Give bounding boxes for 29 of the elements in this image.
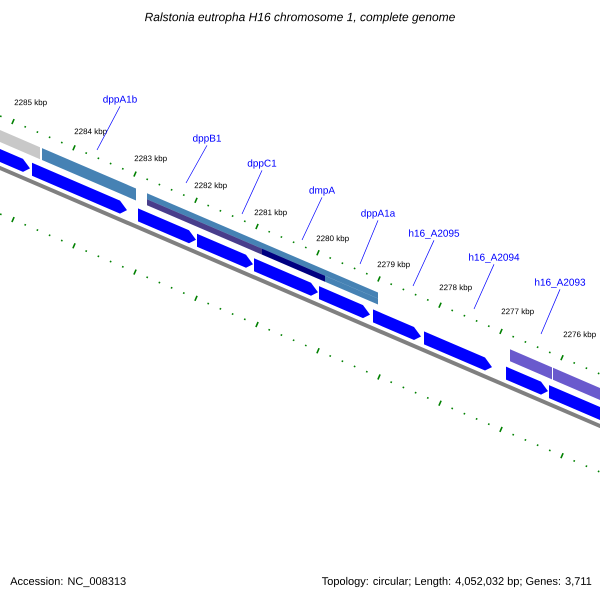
- accession-label: Accession: NC_008313: [10, 576, 126, 588]
- tick-label: 2277 kbp: [502, 308, 534, 316]
- leader-line: [242, 170, 262, 214]
- gene-label: dppC1: [248, 159, 276, 169]
- tick-label: 2284 kbp: [74, 128, 107, 136]
- tick-label: 2281 kbp: [254, 209, 287, 217]
- leader-line: [302, 197, 322, 240]
- tick-label: 2282 kbp: [194, 182, 227, 190]
- gene-label: dmpA: [309, 186, 336, 196]
- gene-label: dppA1b: [103, 95, 137, 105]
- leader-line: [474, 264, 494, 310]
- title: Ralstonia eutropha H16 chromosome 1, complete genome: [144, 12, 455, 24]
- tick-label: 2285 kbp: [14, 99, 47, 107]
- tick-label: 2276 kbp: [564, 331, 596, 339]
- gene-label: h16_A2093: [535, 278, 586, 288]
- leader-line: [96, 106, 120, 150]
- tick-label: 2283 kbp: [134, 155, 167, 163]
- tick-label: 2278 kbp: [440, 284, 472, 292]
- leader-line: [360, 220, 378, 264]
- genome-info: Topology: circular; Length: 4,052,032 bp; Genes: 3,711: [322, 576, 592, 588]
- leader-line: [540, 288, 560, 334]
- tick-label: 2280 kbp: [316, 235, 349, 243]
- leader-line: [412, 240, 434, 286]
- gene-label: dppA1a: [361, 209, 396, 219]
- tick-label: 2279 kbp: [378, 261, 410, 269]
- leader-line: [186, 145, 208, 184]
- gene-label: dppB1: [192, 134, 221, 144]
- gene-label: h16_A2095: [409, 229, 460, 239]
- gene-label: h16_A2094: [469, 253, 520, 263]
